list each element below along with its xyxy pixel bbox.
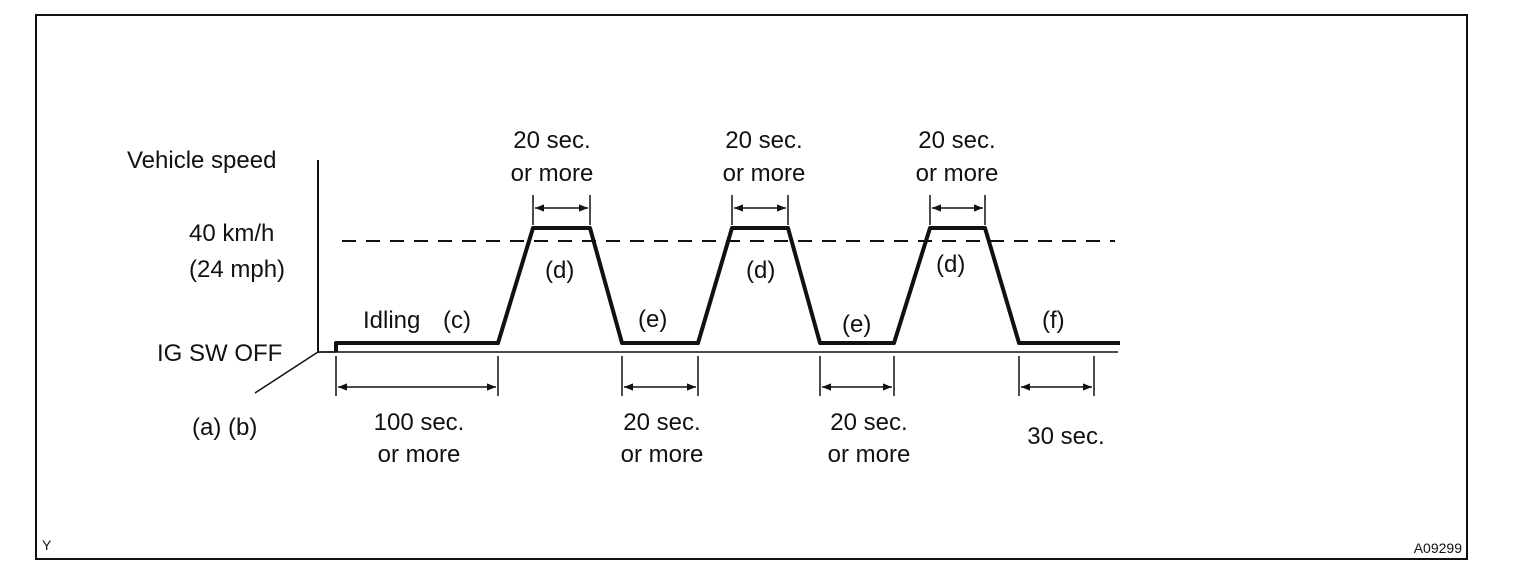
duration-top-line1: 20 sec.: [513, 127, 590, 154]
duration-bottom-line2: or more: [378, 441, 461, 468]
duration-top-line2: or more: [723, 160, 806, 187]
ig-sw-off-leader: [254, 351, 336, 394]
step-ab-label: (a) (b): [192, 414, 257, 441]
step-e-label: (e): [638, 306, 667, 333]
corner-code-left: Y: [42, 537, 52, 553]
step-f-label: (f): [1042, 307, 1065, 334]
duration-top-line1: 20 sec.: [725, 127, 802, 154]
idling-label: Idling: [363, 307, 420, 334]
ig-sw-off-label: IG SW OFF: [157, 340, 282, 367]
duration-top-line2: or more: [916, 160, 999, 187]
figure-code: A09299: [1414, 540, 1462, 556]
step-e-label: (e): [842, 311, 871, 338]
diagram-frame: [35, 14, 1468, 560]
speed-kmh-label: 40 km/h: [189, 220, 274, 247]
duration-bottom-line1: 20 sec.: [830, 409, 907, 436]
step-c-label: (c): [443, 307, 471, 334]
duration-bottom-line1: 20 sec.: [623, 409, 700, 436]
speed-mph-label: (24 mph): [189, 256, 285, 283]
duration-bottom-line2: or more: [621, 441, 704, 468]
duration-top-line1: 20 sec.: [918, 127, 995, 154]
duration-top-line2: or more: [511, 160, 594, 187]
step-d-label: (d): [746, 257, 775, 284]
duration-bottom-30s: 30 sec.: [1027, 423, 1104, 450]
duration-bottom-line1: 100 sec.: [374, 409, 465, 436]
step-d-label: (d): [545, 257, 574, 284]
y-axis-label: Vehicle speed: [127, 147, 276, 174]
duration-bottom-line2: or more: [828, 441, 911, 468]
step-d-label: (d): [936, 251, 965, 278]
speed-profile-line: [334, 226, 1120, 352]
